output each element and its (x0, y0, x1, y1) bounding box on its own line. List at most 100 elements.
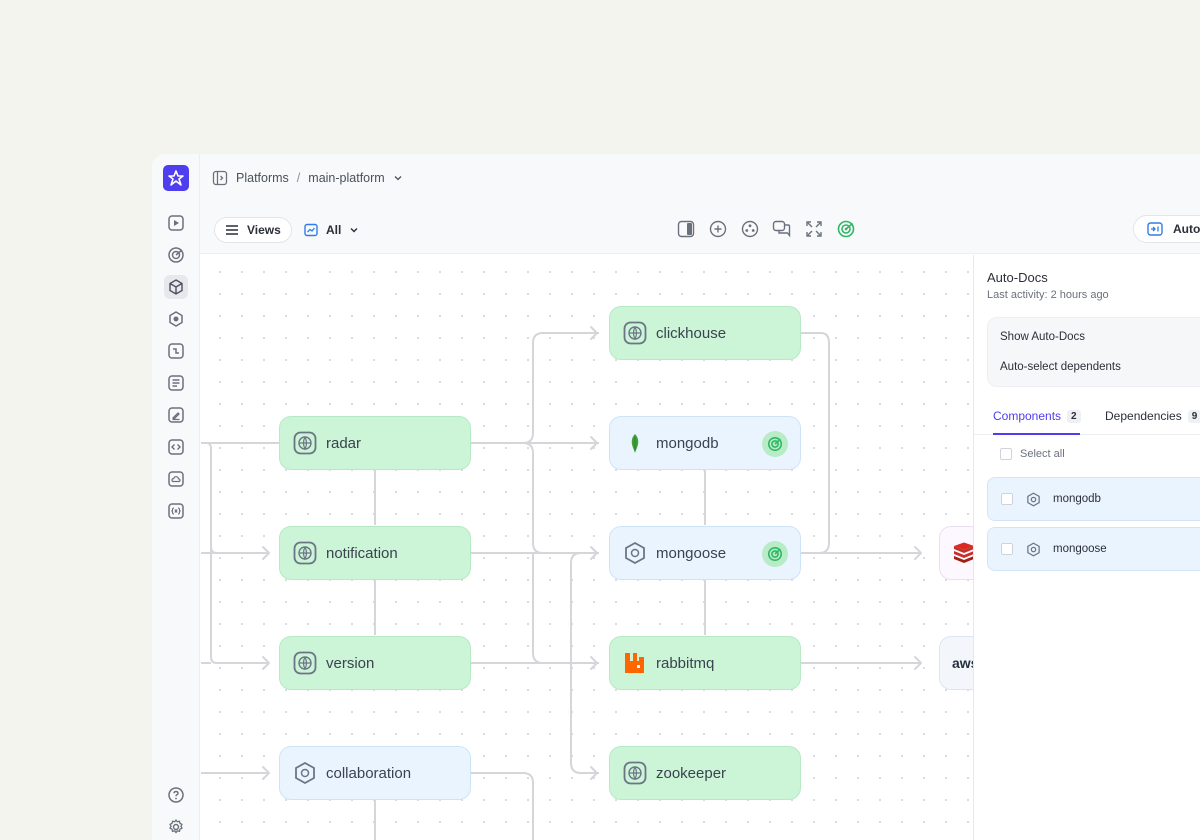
tab-count: 9 (1187, 409, 1200, 423)
tab-components[interactable]: Components 2 (993, 409, 1081, 423)
globe-icon (622, 760, 648, 786)
rabbitmq-icon (622, 650, 648, 676)
node-collaboration[interactable]: collaboration (279, 746, 471, 800)
logo[interactable] (163, 165, 189, 191)
aws-logo: aws (952, 655, 973, 671)
sidebar-toggle-icon[interactable] (212, 170, 228, 186)
hexagon-icon (292, 760, 318, 786)
menu-icon (226, 225, 238, 235)
filter-dropdown[interactable]: All (304, 217, 359, 243)
node-label: mongodb (656, 434, 719, 452)
rail-edit-icon[interactable] (164, 403, 188, 427)
rail-play-icon[interactable] (164, 211, 188, 235)
node-label: radar (326, 434, 362, 452)
component-row-mongodb[interactable]: mongodb (987, 477, 1200, 521)
node-label: collaboration (326, 764, 412, 782)
left-rail (152, 154, 200, 840)
rail-hexagon-icon[interactable] (164, 307, 188, 331)
node-label: rabbitmq (656, 654, 715, 672)
rail-components-icon[interactable] (164, 275, 188, 299)
node-clickhouse[interactable]: clickhouse (609, 306, 801, 360)
tab-dependencies[interactable]: Dependencies 9 (1105, 409, 1200, 423)
component-label: mongodb (1053, 493, 1101, 505)
component-checkbox[interactable] (1001, 543, 1013, 555)
graph-edges (201, 326, 922, 840)
breadcrumb-platforms[interactable]: Platforms (236, 171, 289, 185)
panel-toggle-icon[interactable] (676, 219, 696, 239)
option-auto-select-dependents[interactable]: Auto-select dependents (1000, 361, 1121, 373)
tab-label: Dependencies (1105, 409, 1182, 423)
radar-scan-icon[interactable] (836, 219, 856, 239)
globe-icon (622, 320, 648, 346)
graph-filter-icon (304, 223, 318, 237)
node-label: notification (326, 544, 398, 562)
component-label: mongoose (1053, 543, 1107, 555)
rail-layout-icon[interactable] (164, 339, 188, 363)
mode-dropdown[interactable]: Auto (1133, 215, 1200, 243)
radar-badge-icon[interactable] (762, 541, 788, 567)
node-label: version (326, 654, 375, 672)
rail-cloud-icon[interactable] (164, 467, 188, 491)
canvas-tools (676, 219, 856, 239)
tab-count: 2 (1067, 409, 1081, 423)
hexagon-icon (1025, 491, 1041, 507)
select-all-checkbox[interactable] (1000, 448, 1012, 460)
breadcrumb-separator: / (296, 171, 301, 185)
breadcrumb-current[interactable]: main-platform (308, 171, 385, 185)
panel-title: Auto-Docs (987, 270, 1048, 285)
filter-label: All (326, 223, 342, 237)
select-all[interactable]: Select all (1000, 448, 1065, 460)
add-node-icon[interactable] (708, 219, 728, 239)
rail-variables-icon[interactable] (164, 499, 188, 523)
views-button[interactable]: Views (214, 217, 292, 243)
graph-toolbar: Views All Auto (200, 204, 1200, 254)
globe-icon (292, 430, 318, 456)
node-rabbitmq[interactable]: rabbitmq (609, 636, 801, 690)
component-checkbox[interactable] (1001, 493, 1013, 505)
comments-icon[interactable] (772, 219, 792, 239)
node-mongodb[interactable]: mongodb (609, 416, 801, 470)
redis-icon (954, 542, 973, 563)
fit-view-icon[interactable] (804, 219, 824, 239)
logo-icon (168, 170, 184, 186)
views-label: Views (247, 223, 281, 237)
component-row-mongoose[interactable]: mongoose (987, 527, 1200, 571)
app-window: Platforms / main-platform Views All Auto (152, 154, 1200, 840)
rail-radar-icon[interactable] (164, 243, 188, 267)
option-show-auto-docs[interactable]: Show Auto-Docs (1000, 331, 1086, 343)
node-label: zookeeper (656, 764, 727, 782)
rail-document-icon[interactable] (164, 371, 188, 395)
node-label: mongoose (656, 544, 727, 562)
top-bar: Platforms / main-platform (200, 154, 1200, 204)
active-tab-indicator (993, 433, 1080, 435)
rail-code-icon[interactable] (164, 435, 188, 459)
graph-canvas[interactable]: clickhouse radar mongodb notification mo… (201, 255, 973, 840)
auto-docs-options: Show Auto-Docs Auto-select dependents (987, 317, 1200, 387)
tab-label: Components (993, 409, 1062, 423)
globe-icon (292, 650, 318, 676)
select-all-label: Select all (1020, 448, 1065, 460)
auto-docs-panel: Auto-Docs Last activity: 2 hours ago Sho… (973, 255, 1200, 840)
node-label: clickhouse (656, 324, 727, 342)
node-zookeeper[interactable]: zookeeper (609, 746, 801, 800)
hexagon-icon (622, 540, 648, 566)
auto-mode-icon (1147, 222, 1163, 236)
help-icon[interactable] (164, 783, 188, 807)
node-redis[interactable] (939, 526, 973, 580)
chevron-down-icon[interactable] (393, 173, 403, 183)
node-notification[interactable]: notification (279, 526, 471, 580)
node-version[interactable]: version (279, 636, 471, 690)
breadcrumb: Platforms / main-platform (212, 170, 403, 186)
mode-label: Auto (1173, 222, 1200, 236)
settings-gear-icon[interactable] (164, 815, 188, 839)
panel-tabs: Components 2 Dependencies 9 (974, 403, 1200, 435)
node-mongoose[interactable]: mongoose (609, 526, 801, 580)
radar-badge-icon[interactable] (762, 431, 788, 457)
panel-subtitle: Last activity: 2 hours ago (987, 289, 1109, 301)
cluster-icon[interactable] (740, 219, 760, 239)
node-radar[interactable]: radar (279, 416, 471, 470)
chevron-down-icon (350, 228, 358, 233)
globe-icon (292, 540, 318, 566)
node-aws[interactable]: aws (939, 636, 973, 690)
hexagon-icon (1025, 541, 1041, 557)
